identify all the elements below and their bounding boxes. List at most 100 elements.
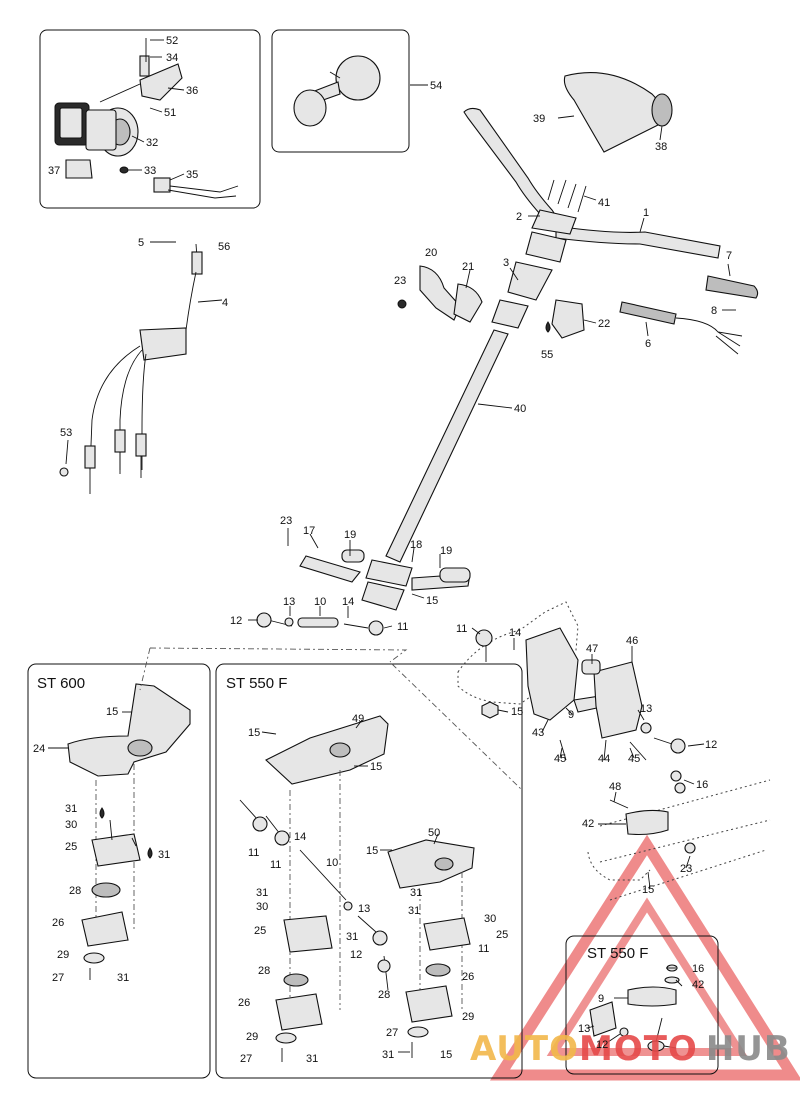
callout: 5 [138,237,144,249]
callout: 47 [586,643,598,655]
callout: 27 [240,1053,252,1065]
callout: 14 [509,627,521,639]
callout: 45 [554,753,566,765]
callout: 26 [462,971,474,983]
callout: 55 [541,349,553,361]
callout: 15 [370,761,382,773]
callout: 3 [503,257,509,269]
callout: 31 [306,1053,318,1065]
callout: 14 [294,831,306,843]
callout: 53 [60,427,72,439]
inset-title-st550f-right: ST 550 F [587,945,648,962]
inset-title-st600: ST 600 [37,675,85,692]
callout: 12 [705,739,717,751]
callout: 15 [511,706,523,718]
callout: 41 [598,197,610,209]
callout-leader-lines [48,39,736,1053]
callout: 15 [440,1049,452,1061]
callout: 15 [642,884,654,896]
st550f-left-drawing [239,715,475,1062]
callout: 26 [238,997,250,1009]
callout: 10 [314,596,326,608]
callout: 51 [164,107,176,119]
callout: 15 [106,706,118,718]
watermark-auto: AUTO [470,1029,579,1069]
callout: 21 [462,261,474,273]
callout: 31 [408,905,420,917]
callout: 31 [382,1049,394,1061]
callout: 33 [144,165,156,177]
inset-st600-box [27,663,211,1079]
watermark [489,834,800,1081]
callout: 31 [117,972,129,984]
watermark-triangle-logo [489,834,800,1081]
callout: 25 [65,841,77,853]
callout: 29 [246,1031,258,1043]
callout: 31 [65,803,77,815]
callout: 30 [256,901,268,913]
callout: 23 [280,515,292,527]
callout: 45 [628,753,640,765]
callout: 11 [248,847,259,859]
callout: 25 [254,925,266,937]
callout: 31 [346,931,358,943]
callout: 11 [270,859,281,871]
callout: 13 [358,903,370,915]
callout: 22 [598,318,610,330]
callout: 36 [186,85,198,97]
callout: 13 [578,1023,590,1035]
callout: 31 [158,849,170,861]
callout: 39 [533,113,545,125]
callout: 23 [680,863,692,875]
callout: 35 [186,169,198,181]
callout: 32 [146,137,158,149]
callout: 44 [598,753,610,765]
callout-labels: 52 34 36 51 32 37 33 35 54 39 38 41 2 1 … [33,35,732,1065]
callout: 10 [326,857,338,869]
callout: 13 [283,596,295,608]
handlebar-drawing [59,72,759,636]
callout: 11 [478,943,489,955]
callout: 6 [645,338,651,350]
callout: 16 [692,963,704,975]
callout: 8 [711,305,717,317]
callout: 29 [462,1011,474,1023]
lower-steering-assembly-drawing [457,601,771,1052]
callout: 56 [218,241,230,253]
callout: 27 [386,1027,398,1039]
callout: 11 [456,623,467,635]
callout: 15 [248,727,260,739]
horn-drawing [293,55,381,127]
callout: 15 [366,845,378,857]
inset-title-st550f-left: ST 550 F [226,675,287,692]
callout: 54 [430,80,442,92]
callout: 18 [410,539,422,551]
callout: 46 [626,635,638,647]
callout: 28 [258,965,270,977]
callout: 12 [230,615,242,627]
callout: 2 [516,211,522,223]
callout: 25 [496,929,508,941]
callout: 12 [596,1039,608,1051]
callout: 49 [352,713,364,725]
callout: 19 [344,529,356,541]
callout: 24 [33,743,45,755]
callout: 42 [692,979,704,991]
callout: 23 [394,275,406,287]
inset-horn-box [271,29,410,153]
callout: 31 [410,887,422,899]
callout: 27 [52,972,64,984]
callout: 31 [256,887,268,899]
callout: 17 [303,525,315,537]
callout: 30 [65,819,77,831]
watermark-moto: MOTO [579,1029,698,1069]
callout: 50 [428,827,440,839]
callout: 28 [69,885,81,897]
callout: 4 [222,297,228,309]
callout: 29 [57,949,69,961]
callout: 42 [582,818,594,830]
callout: 43 [532,727,544,739]
